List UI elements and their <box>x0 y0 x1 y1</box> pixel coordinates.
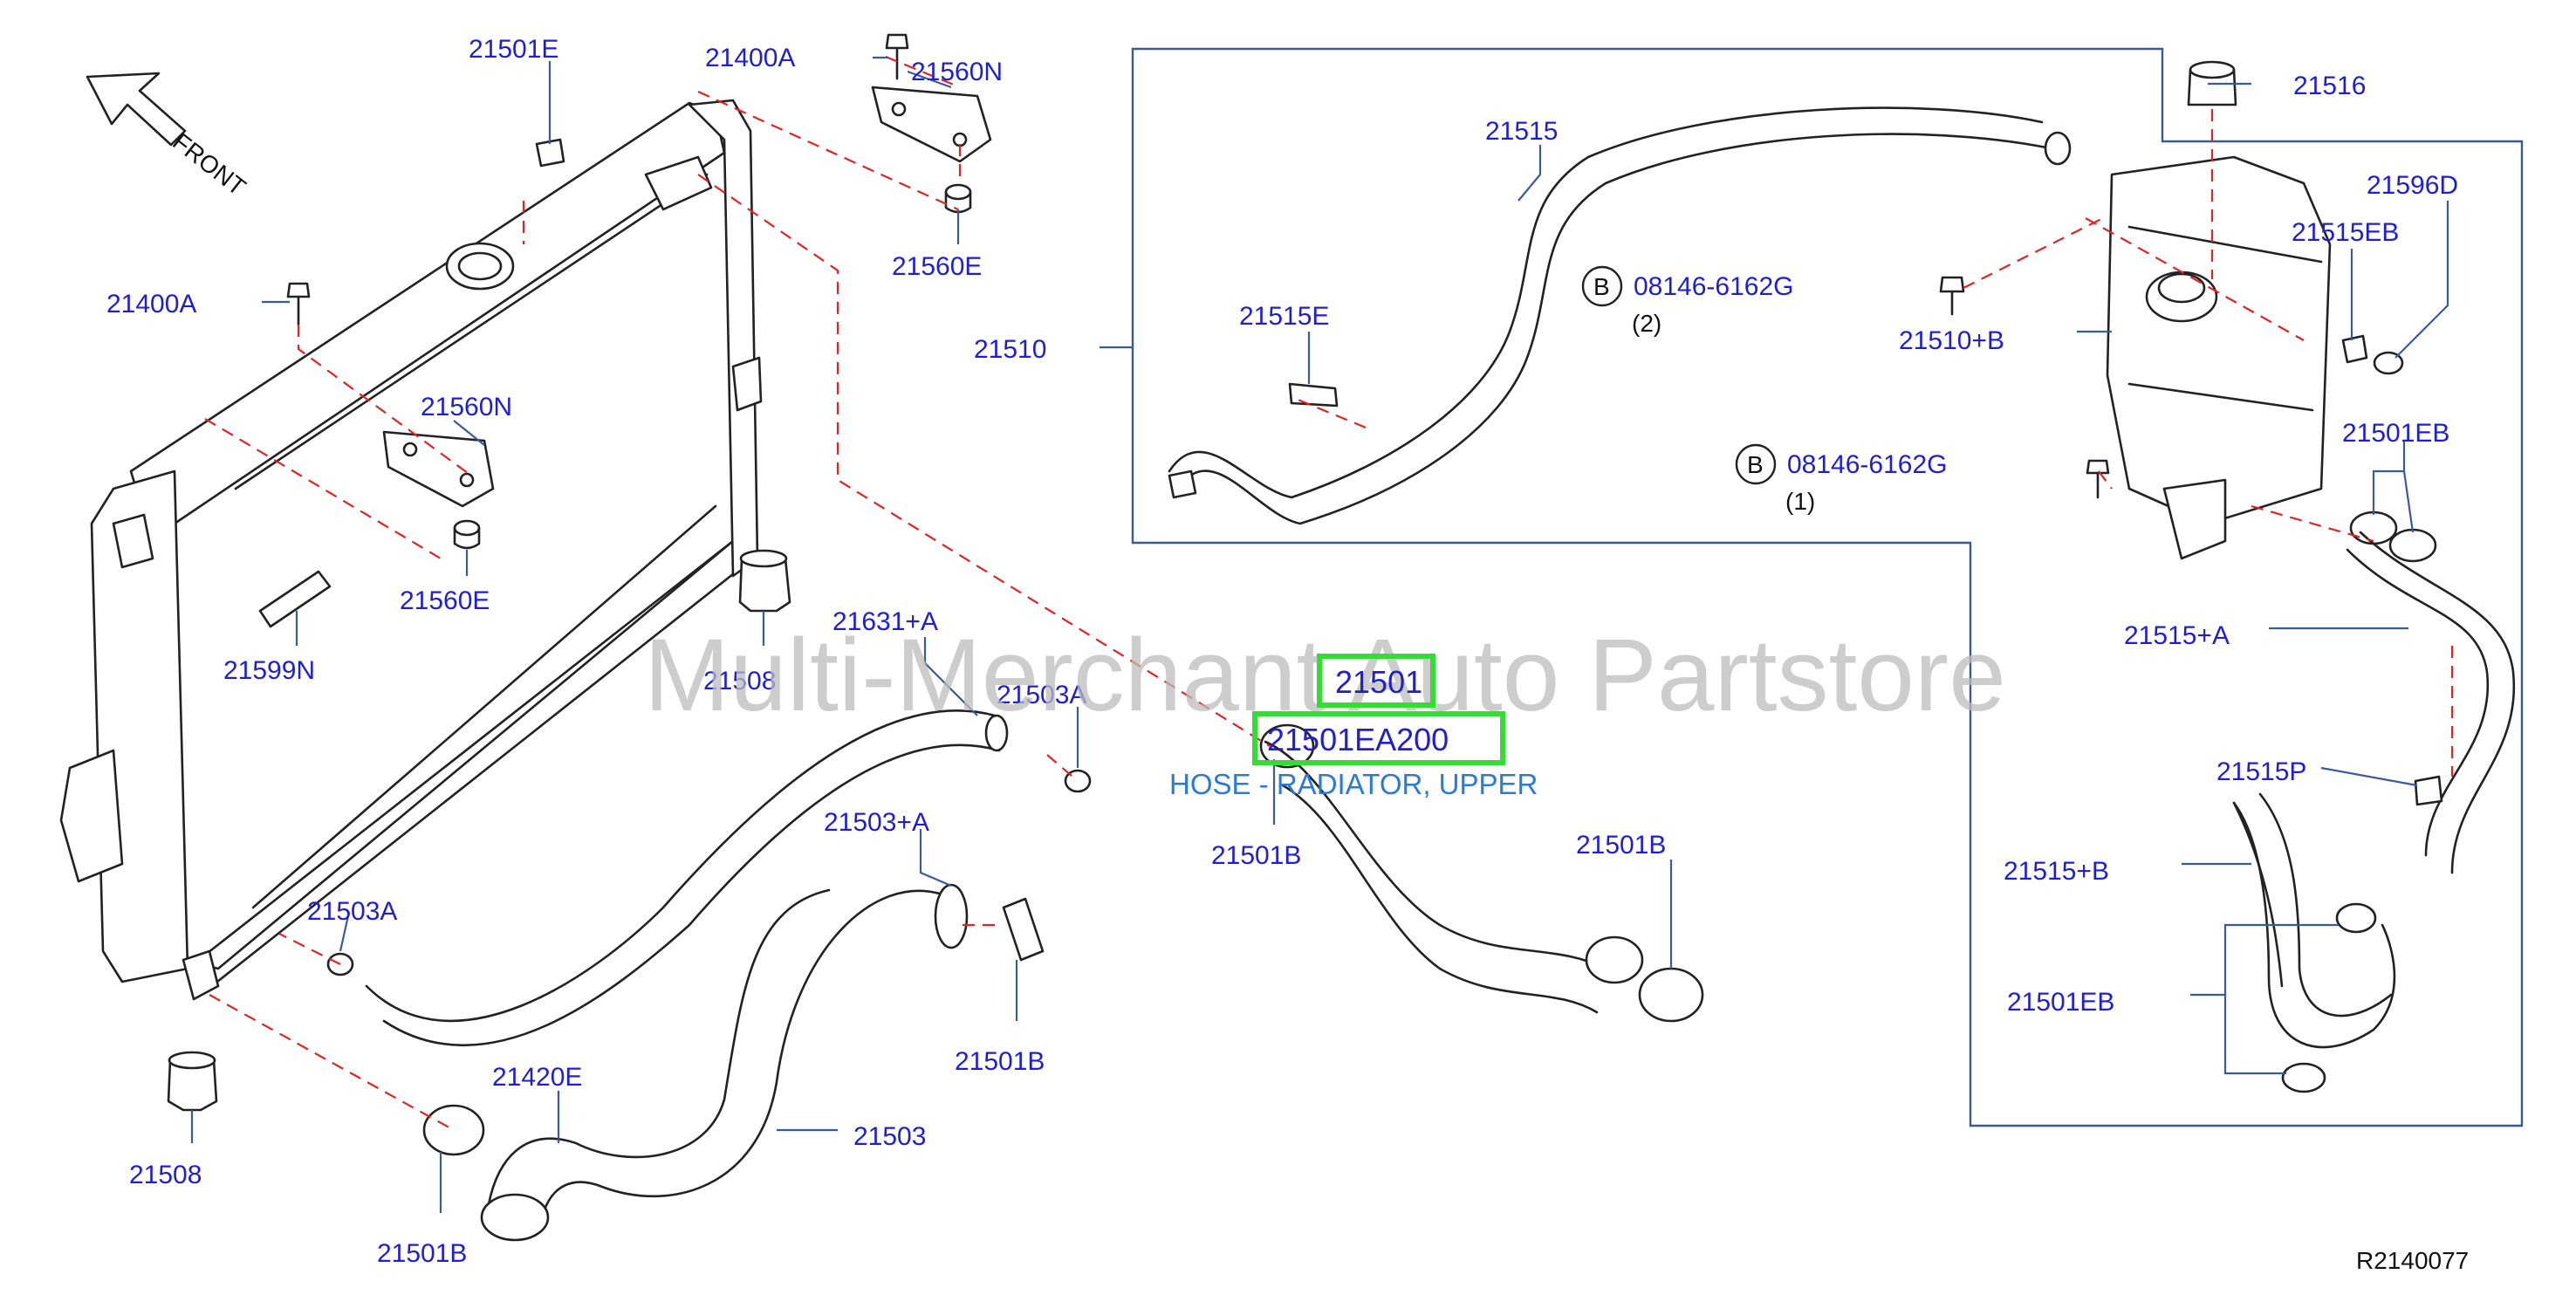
front-label: FRONT <box>168 127 250 201</box>
part-label: 21515+A <box>2124 621 2230 650</box>
leader-lines <box>190 56 2449 1213</box>
bracket-lower <box>382 430 495 508</box>
part-label: 21510 <box>974 335 1046 364</box>
bolt-21510B <box>1939 276 1965 316</box>
highlight-part-group: 21501 <box>1335 664 1422 700</box>
bolt-code: 08146-6162G <box>1634 272 1794 301</box>
part-label: 21501B <box>1211 841 1301 870</box>
part-label: 21560N <box>421 393 512 421</box>
cap-21516 <box>2187 60 2237 106</box>
part-label: 21515EB <box>2292 218 2399 247</box>
part-label: 21599N <box>223 656 315 685</box>
rubber-bushing-upper <box>738 549 791 613</box>
part-label: 21400A <box>106 290 196 319</box>
part-label: 21515+B <box>2004 857 2109 886</box>
part-label: 21503A <box>997 681 1086 709</box>
part-label: 21516 <box>2293 72 2366 100</box>
part-label: 21560E <box>892 252 982 281</box>
part-label: 21501B <box>955 1047 1045 1076</box>
part-label: 21501E <box>469 35 558 64</box>
reservoir-tank <box>2106 155 2332 560</box>
seal-21599N <box>258 570 332 628</box>
bolt-symbol-circle <box>1735 443 1777 485</box>
front-arrow-icon <box>86 72 187 147</box>
radiator <box>59 99 763 1001</box>
clamp-21501B-upper-right <box>1638 967 1704 1023</box>
part-labels: 21501E 21400A 21560N 21560E 21400A 21560… <box>106 35 2458 1268</box>
reservoir-group-outline <box>1131 47 2524 1127</box>
part-label: 21503A <box>307 897 397 926</box>
part-label: 21420E <box>492 1063 582 1092</box>
hose-21515B <box>2232 792 2396 1049</box>
clamp-21501B-upper-left <box>1259 723 1315 769</box>
bolt-symbol: B <box>1593 273 1610 300</box>
part-label: 21596D <box>2367 171 2458 200</box>
part-label: 21560E <box>400 586 490 615</box>
overflow-hose-21515 <box>1168 106 2072 525</box>
reservoir-cap <box>2145 271 2218 323</box>
part-label: 21501EB <box>2342 419 2449 448</box>
part-label: 21508 <box>129 1161 202 1189</box>
part-label: 21631+A <box>832 607 938 636</box>
bolt-qty: (1) <box>1785 488 1815 515</box>
part-label: 21560N <box>911 58 1003 86</box>
drawing-code: R2140077 <box>2356 1247 2469 1274</box>
bolt-left <box>286 282 311 326</box>
part-label: 21501B <box>377 1239 467 1268</box>
highlight-box-number <box>1252 711 1505 765</box>
clamp-21501B-hose <box>1002 897 1045 962</box>
part-label: 21515 <box>1485 117 1558 146</box>
part-label: 21508 <box>703 667 776 695</box>
clamp-21501EB-lower <box>2281 902 2377 1093</box>
highlight-part-number: 21501EA200 <box>1267 722 1449 757</box>
rubber-bushing-lower <box>167 1051 218 1112</box>
bolt-symbol-circle <box>1581 265 1623 307</box>
bolt-upper <box>885 33 909 80</box>
part-label: 21503+A <box>824 808 929 837</box>
hose-21515A <box>2346 531 2516 874</box>
highlight-description: HOSE - RADIATOR, UPPER <box>1169 768 1538 800</box>
clamp-21501B-lower <box>422 1104 485 1156</box>
part-label: 21515P <box>2216 757 2306 786</box>
bolt-code: 08146-6162G <box>1787 450 1948 479</box>
clip-21515P <box>2414 775 2443 806</box>
part-label: 21515E <box>1239 302 1329 331</box>
bolt-symbol: B <box>1747 451 1764 478</box>
clip-21515E <box>1288 382 1339 408</box>
part-label: 21400A <box>705 44 795 72</box>
bolt-callout-upper: B 08146-6162G (2) <box>1581 265 1794 337</box>
bolt-21510B-lower <box>2086 459 2110 499</box>
bracket-upper <box>871 86 992 163</box>
grommet-lower <box>453 519 481 550</box>
part-label: 21501EB <box>2007 988 2114 1017</box>
clip-21501E <box>535 138 565 168</box>
highlight-box-group <box>1317 654 1435 708</box>
grommet-upper <box>944 183 972 214</box>
assembly-dashed-lines <box>204 55 2454 1131</box>
hose-21503A <box>480 883 969 1242</box>
part-label: 21503 <box>853 1122 926 1151</box>
clip-21515EB <box>2341 334 2368 364</box>
highlighted-part[interactable]: 21501 21501EA200 HOSE - RADIATOR, UPPER <box>1169 654 1538 800</box>
bolt-callout-lower: B 08146-6162G (1) <box>1735 443 1948 515</box>
bolt-qty: (2) <box>1632 310 1661 337</box>
part-label: 21510+B <box>1899 326 2004 355</box>
hose-upper-21501 <box>1264 740 1644 1014</box>
hose-21631A <box>365 709 1009 1046</box>
part-label: 21501B <box>1576 831 1666 860</box>
